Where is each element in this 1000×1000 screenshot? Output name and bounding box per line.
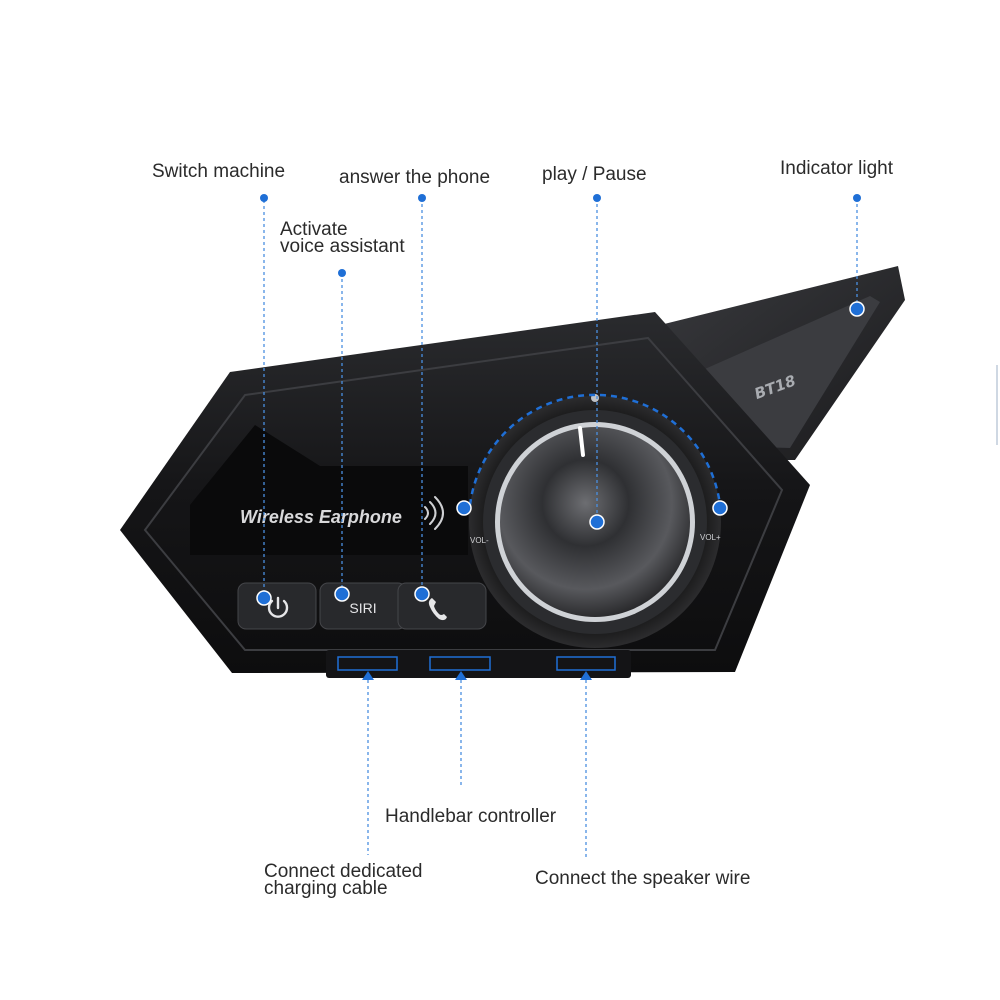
dot-vol-minus <box>456 500 472 516</box>
phone-icon <box>428 598 447 621</box>
dot-indicator-light <box>849 301 865 317</box>
dot-play-pause <box>589 514 605 530</box>
dot-phone-top <box>418 194 426 202</box>
charging-port-outline <box>337 656 398 671</box>
callout-answer-phone: answer the phone <box>339 167 491 188</box>
arrow-handlebar <box>455 671 467 680</box>
callout-charging-line1: Connect dedicated <box>264 861 423 882</box>
brand-label: Wireless Earphone <box>240 507 402 527</box>
callout-handlebar: Handlebar controller <box>385 806 557 827</box>
siri-button[interactable]: SIRI <box>319 582 407 630</box>
callout-activate-line1: Activate <box>280 219 348 240</box>
wireless-signal-icon <box>424 496 444 530</box>
arrow-charging <box>362 671 374 680</box>
callout-speaker-wire: Connect the speaker wire <box>535 868 751 889</box>
vol-minus-label: VOL- <box>470 536 489 545</box>
dot-voice-top <box>338 269 346 277</box>
callout-indicator-light: Indicator light <box>780 158 894 179</box>
arrow-speaker <box>580 671 592 680</box>
vol-plus-label: VOL+ <box>700 533 721 542</box>
dot-siri-button <box>334 586 350 602</box>
dot-switch-top <box>260 194 268 202</box>
dot-vol-plus <box>712 500 728 516</box>
callout-charging-line2: charging cable <box>264 878 388 899</box>
dot-phone-button <box>414 586 430 602</box>
power-icon <box>267 596 289 618</box>
edge-marker <box>996 365 998 445</box>
callout-play-pause: play / Pause <box>542 164 647 185</box>
dot-power-button <box>256 590 272 606</box>
power-button[interactable] <box>237 582 317 630</box>
speaker-port-outline <box>556 656 616 671</box>
dot-indicator-top <box>853 194 861 202</box>
callout-switch-machine: Switch machine <box>152 161 286 182</box>
siri-label: SIRI <box>349 600 376 616</box>
dot-play-top <box>593 194 601 202</box>
callout-activate-line2: voice assistant <box>280 236 405 257</box>
handlebar-port-outline <box>429 656 491 671</box>
answer-phone-button[interactable] <box>397 582 487 630</box>
